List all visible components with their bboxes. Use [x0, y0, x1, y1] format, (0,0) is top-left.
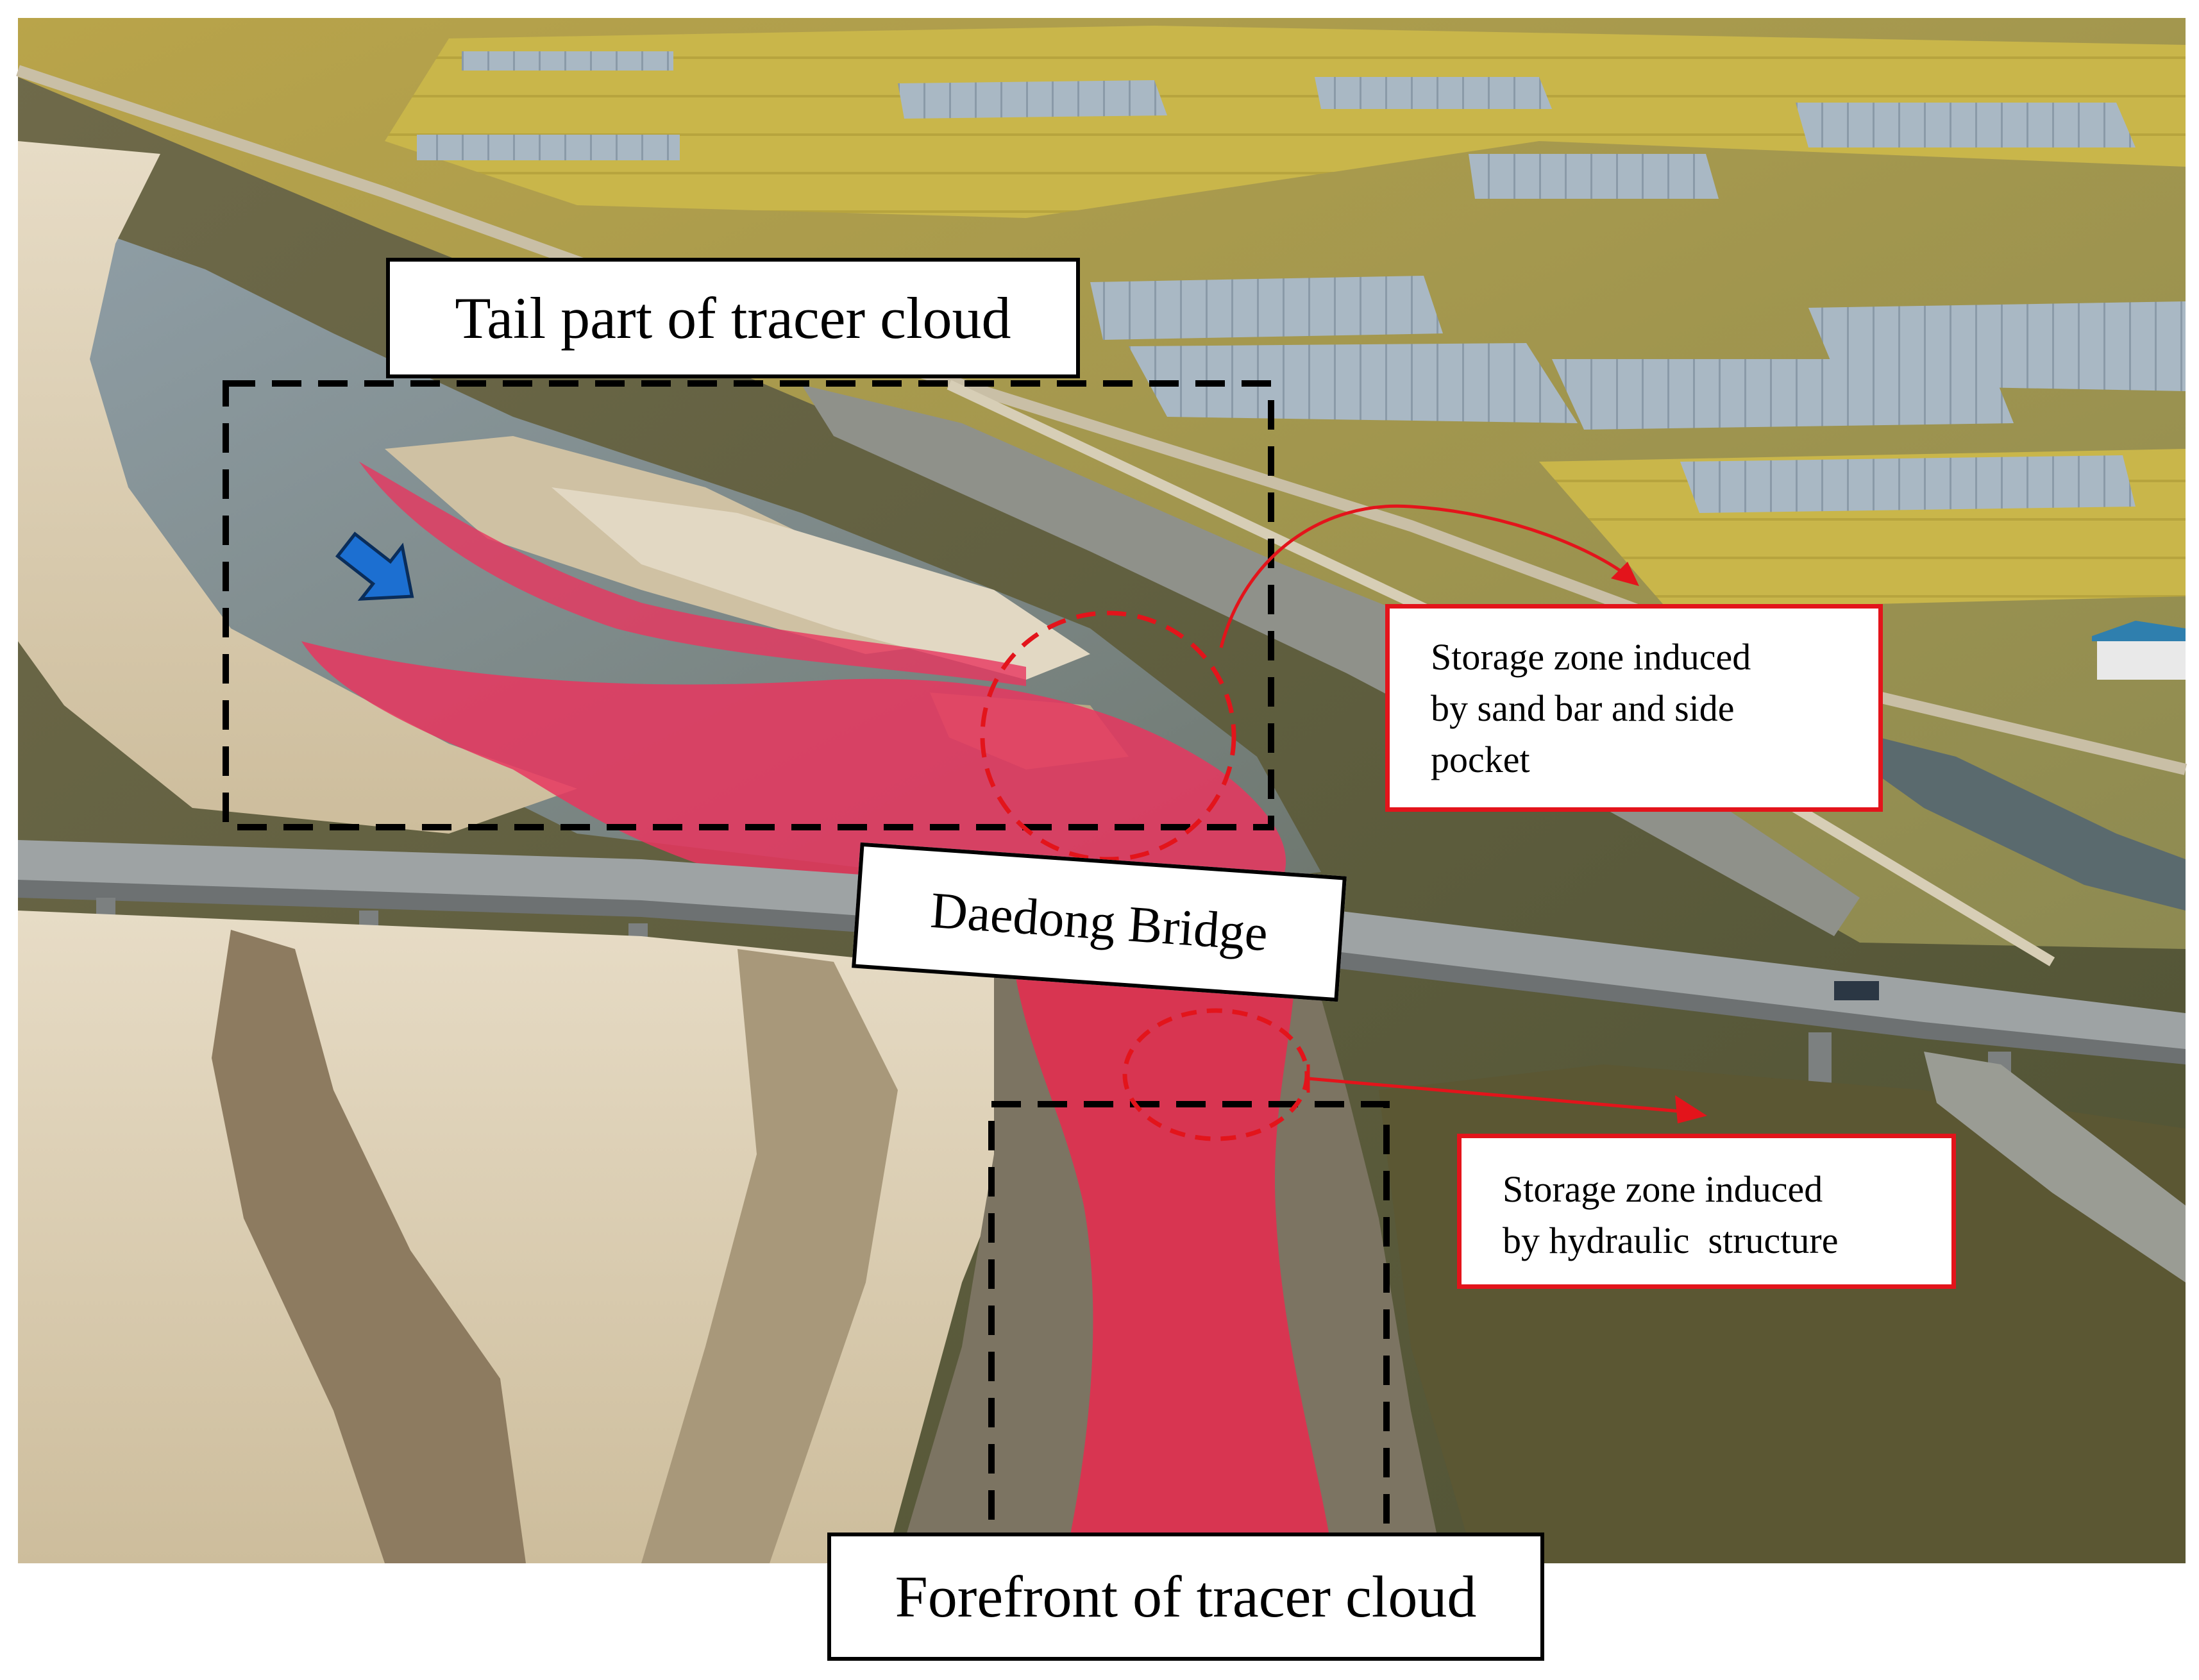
sand-bar: [18, 911, 1039, 1563]
muddy-channel: [641, 949, 898, 1563]
flow-direction-icon: [335, 532, 414, 601]
rock-revetment: [1924, 1052, 2186, 1282]
greenhouse-row: [1469, 154, 1719, 199]
storage-zone-1-line: pocket: [1431, 739, 1530, 781]
sand-bar: [18, 141, 577, 834]
rice-fields: [385, 26, 2186, 218]
greenhouse-row: [1796, 103, 2136, 147]
sand-bar: [552, 487, 1090, 680]
storage-zone-2-line: Storage zone induced: [1503, 1168, 1823, 1210]
truck: [1834, 981, 1879, 1000]
building: [2097, 635, 2186, 680]
side-channel: [1879, 737, 2186, 911]
building-roof: [2092, 621, 2186, 641]
storage-arrow-1-head: [1611, 562, 1639, 586]
greenhouse-row: [1680, 455, 2136, 513]
tail-region-box: [223, 380, 1274, 830]
greenhouse-row: [1090, 276, 1443, 340]
tracer-plume: [359, 462, 1026, 686]
greenhouse-row: [898, 80, 1167, 119]
tracer-plume: [1013, 962, 1334, 1563]
greenhouse-row: [1808, 301, 2186, 391]
tail-label: Tail part of tracer cloud: [386, 258, 1080, 378]
storage-zone-2-line: by hydraulic structure: [1503, 1220, 1839, 1262]
bridge-deck-edge: [18, 880, 2186, 1064]
forefront-label: Forefront of tracer cloud: [827, 1533, 1544, 1661]
storage-arrow-2: [1308, 1077, 1687, 1114]
bridge-deck: [18, 840, 2186, 1052]
greenhouse-row: [1129, 343, 1578, 423]
storage-zone-label-2: Storage zone induced by hydraulic struct…: [1457, 1134, 1956, 1289]
greenhouse-row: [417, 135, 680, 160]
storage-zone-1-line: by sand bar and side: [1431, 687, 1735, 730]
muddy-channel: [212, 930, 526, 1563]
greenhouse-row: [1315, 77, 1552, 109]
storage-arrow-2-head: [1675, 1095, 1707, 1123]
storage-zone-label-1: Storage zone induced by sand bar and sid…: [1385, 604, 1883, 812]
storage-arrow-1: [1219, 504, 1630, 648]
greenhouse-row: [462, 51, 673, 71]
storage-zone-1-line: Storage zone induced: [1431, 636, 1751, 678]
